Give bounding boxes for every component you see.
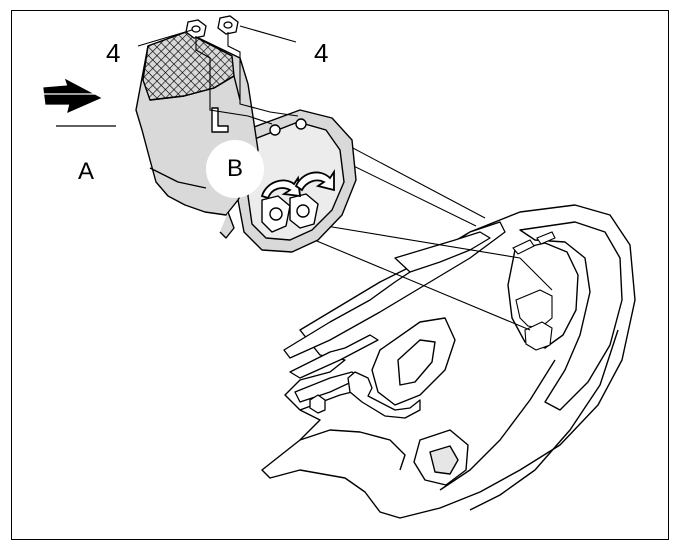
direction-label: A [78, 158, 95, 185]
nut-label-left: 4 [106, 38, 121, 68]
support-arm [283, 221, 506, 419]
nut-right [217, 15, 239, 35]
main-housing [261, 204, 636, 519]
nut-leaders [137, 25, 299, 125]
spring-clips [512, 231, 556, 351]
rotation-arrow-icon [260, 169, 335, 200]
detail-label: B [226, 155, 243, 182]
detail-callout: B [206, 140, 264, 198]
nut-label-right: 4 [314, 38, 329, 68]
direction-arrow-icon [42, 78, 116, 127]
